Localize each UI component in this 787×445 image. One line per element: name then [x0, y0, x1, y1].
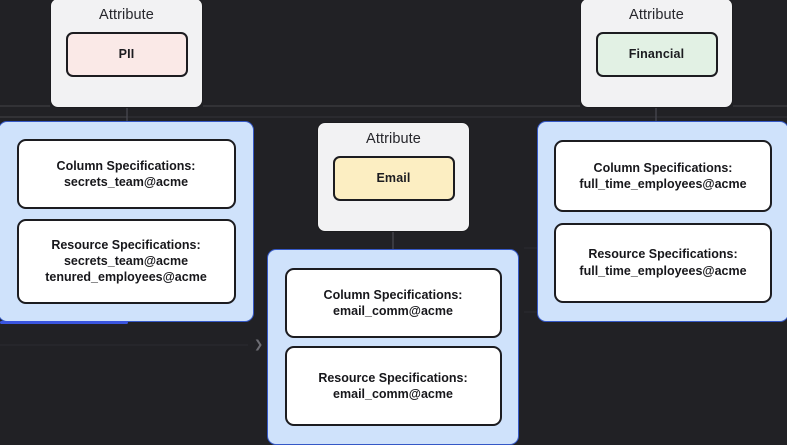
spec-node-column-specifications[interactable]: Column Specifications: email_comm@acme [284, 268, 502, 338]
attribute-chip-pii[interactable]: PII [65, 31, 188, 77]
spec-node-column-specifications[interactable]: Column Specifications: secrets_team@acme [16, 139, 236, 210]
spec-group-selection-indicator [0, 321, 128, 324]
attribute-card-title: Attribute [99, 7, 154, 23]
spec-node-value: secrets_team@acme [63, 254, 189, 269]
spec-node-value: full_time_employees@acme [579, 263, 747, 278]
attribute-card-title: Attribute [629, 7, 684, 23]
spec-node-resource-specifications[interactable]: Resource Specifications: secrets_team@ac… [16, 218, 236, 304]
spec-node-heading: Column Specifications: [593, 161, 733, 176]
spec-node-resource-specifications[interactable]: Resource Specifications: full_time_emplo… [554, 222, 772, 303]
spec-node-heading: Resource Specifications: [588, 247, 738, 262]
spec-node-heading: Column Specifications: [56, 159, 196, 174]
spec-node-value: full_time_employees@acme [579, 177, 747, 192]
attribute-card-title: Attribute [366, 131, 421, 147]
spec-node-value: tenured_employees@acme [45, 270, 207, 285]
spec-node-heading: Column Specifications: [323, 287, 463, 302]
spec-node-resource-specifications[interactable]: Resource Specifications: email_comm@acme [284, 346, 502, 426]
spec-node-value: secrets_team@acme [63, 175, 189, 190]
spec-node-column-specifications[interactable]: Column Specifications: full_time_employe… [554, 140, 772, 213]
spec-node-value: email_comm@acme [333, 387, 453, 401]
chevron-right-icon[interactable]: ❯ [254, 338, 264, 351]
spec-node-value: email_comm@acme [333, 304, 453, 318]
spec-group-pii[interactable]: Column Specifications: secrets_team@acme… [0, 121, 254, 322]
attribute-chip-email[interactable]: Email [332, 155, 455, 201]
attribute-card-pii[interactable]: Attribute PII [50, 0, 203, 108]
attribute-card-financial[interactable]: Attribute Financial [580, 0, 733, 108]
attribute-chip-financial[interactable]: Financial [595, 31, 718, 77]
spec-group-email[interactable]: Column Specifications: email_comm@acme R… [267, 249, 519, 445]
spec-group-financial[interactable]: Column Specifications: full_time_employe… [537, 121, 787, 322]
attribute-card-email[interactable]: Attribute Email [317, 122, 470, 232]
spec-node-heading: Resource Specifications: [51, 237, 201, 252]
spec-node-heading: Resource Specifications: [318, 370, 468, 385]
